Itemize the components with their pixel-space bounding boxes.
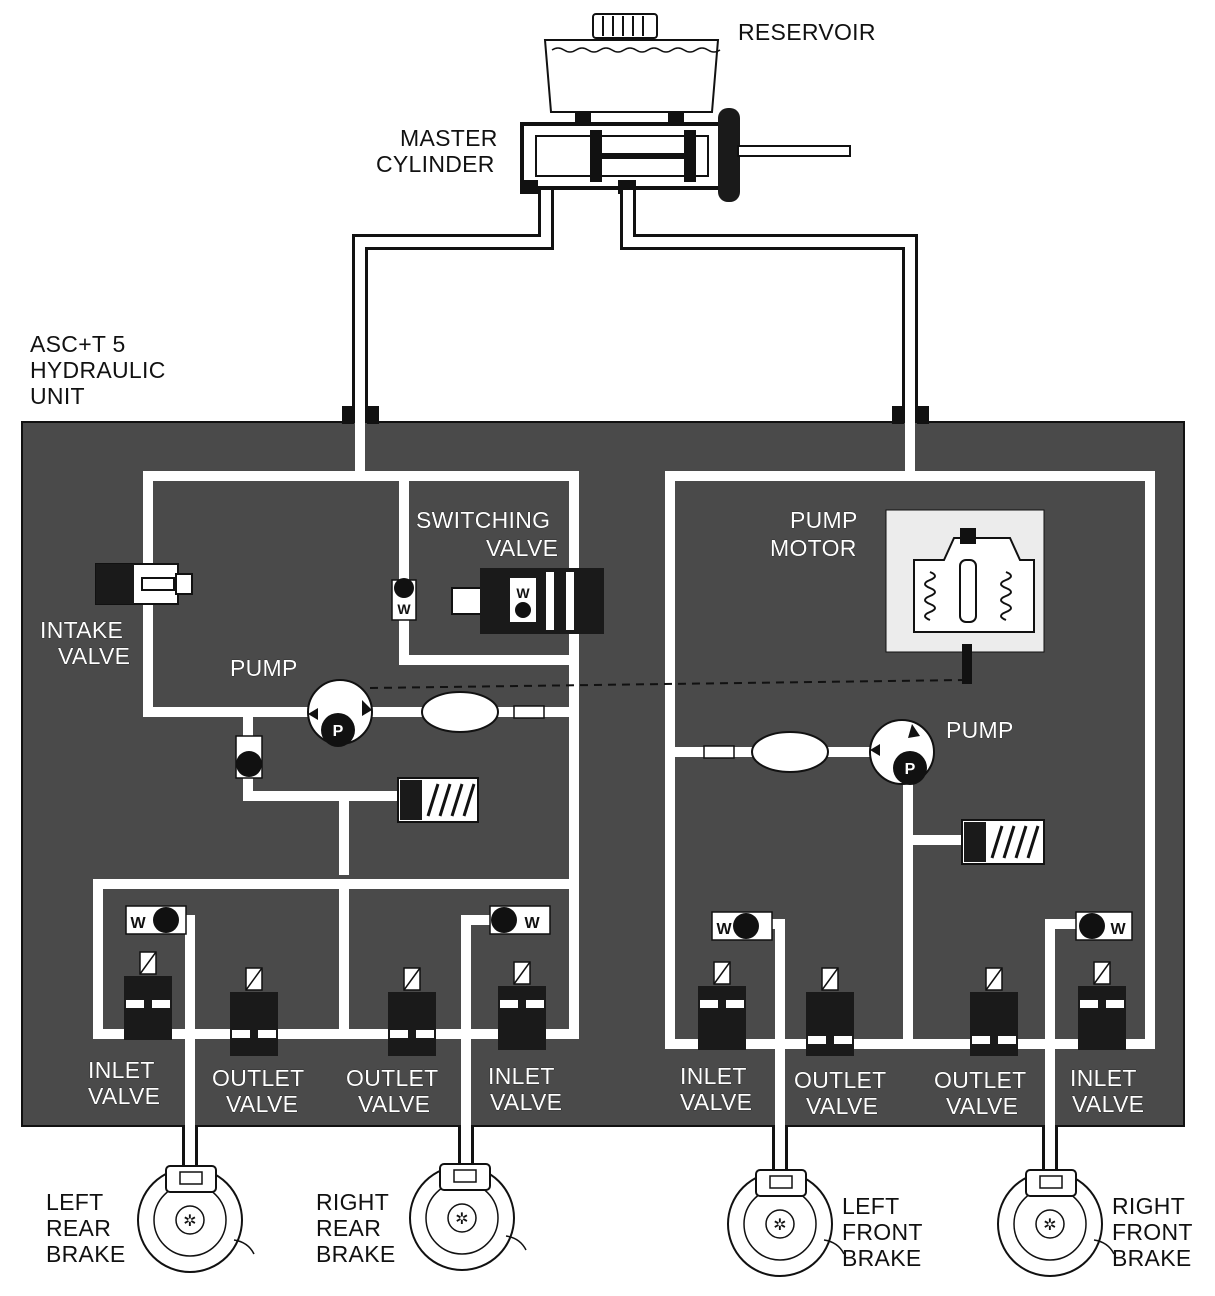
intake-valve-label-line1: INTAKE <box>40 617 123 643</box>
svg-text:✲: ✲ <box>183 1213 196 1230</box>
brake-2-label-line2: REAR <box>316 1215 381 1241</box>
reservoir-label: RESERVOIR <box>738 19 876 45</box>
brake-3-label-line1: LEFT <box>842 1193 899 1219</box>
brake-right-front: ✲ <box>997 1169 1115 1277</box>
solenoid-valve-7 <box>970 967 1018 1056</box>
solenoid-valve-4 <box>498 961 546 1050</box>
valve-4-label-line1: INLET <box>488 1063 555 1089</box>
hydraulic-unit-label-line1: ASC+T 5 <box>30 331 126 357</box>
brake-3-label-line2: FRONT <box>842 1219 923 1245</box>
brake-2-label-line3: BRAKE <box>316 1241 395 1267</box>
check-valve-4: W <box>1075 911 1133 941</box>
solenoid-valve-2 <box>230 967 278 1056</box>
valve-2-label-line2: VALVE <box>226 1091 298 1117</box>
reservoir <box>543 13 721 113</box>
switching-valve-label-line1: SWITCHING <box>416 507 550 533</box>
valve-1-label-line1: INLET <box>88 1057 155 1083</box>
valve-7-label-line2: VALVE <box>946 1093 1018 1119</box>
valve-8-label-line1: INLET <box>1070 1065 1137 1091</box>
valve-2-label-line1: OUTLET <box>212 1065 305 1091</box>
check-valve-2: W <box>489 905 551 935</box>
brake-1-label-line2: REAR <box>46 1215 111 1241</box>
svg-text:✲: ✲ <box>455 1211 468 1228</box>
valve-6-label-line2: VALVE <box>806 1093 878 1119</box>
svg-text:W: W <box>397 601 411 617</box>
brake-4-label-line2: FRONT <box>1112 1219 1193 1245</box>
valve-5-label-line1: INLET <box>680 1063 747 1089</box>
supply-lines <box>352 190 918 422</box>
brake-4-label-line1: RIGHT <box>1112 1193 1185 1219</box>
master-cylinder-label-line2: CYLINDER <box>376 151 495 177</box>
reservoir-body <box>543 39 720 113</box>
brake-1-label-line3: BRAKE <box>46 1241 125 1267</box>
solenoid-valves <box>124 951 1126 1056</box>
valve-7-label-line1: OUTLET <box>934 1067 1027 1093</box>
valve-3-label-line1: OUTLET <box>346 1065 439 1091</box>
svg-text:W: W <box>516 585 530 601</box>
master-cylinder-label-line1: MASTER <box>400 125 498 151</box>
brake-2-label-line1: RIGHT <box>316 1189 389 1215</box>
brake-labels: LEFT REAR BRAKE RIGHT REAR BRAKE LEFT FR… <box>46 1189 1193 1271</box>
valve-4-label-line2: VALVE <box>490 1089 562 1115</box>
solenoid-valve-1 <box>124 951 172 1040</box>
svg-text:W: W <box>716 921 732 938</box>
brake-left-front: ✲ <box>727 1169 845 1277</box>
valve-3-label-line2: VALVE <box>358 1091 430 1117</box>
check-valve-1: W <box>125 905 187 935</box>
pump-motor-label-line1: PUMP <box>790 507 858 533</box>
check-valve-3: W <box>711 911 773 941</box>
svg-text:P: P <box>333 723 344 740</box>
pump-left: P <box>235 679 545 823</box>
check-valves: W W W W <box>125 905 1133 941</box>
svg-text:✲: ✲ <box>773 1217 786 1234</box>
pump-drive-shaft <box>369 679 965 689</box>
reservoir-cap <box>592 13 658 39</box>
pump-left-label: PUMP <box>230 655 298 681</box>
valve-8-label-line2: VALVE <box>1072 1091 1144 1117</box>
switching-valve: W W <box>391 568 604 634</box>
pushrod <box>737 145 851 157</box>
hydraulic-unit-label-line2: HYDRAULIC <box>30 357 166 383</box>
svg-text:W: W <box>524 915 540 932</box>
internal-lines <box>93 419 1155 1155</box>
brake-pedal-plate <box>718 108 740 202</box>
brake-3-label-line3: BRAKE <box>842 1245 921 1271</box>
solenoid-valve-8 <box>1078 961 1126 1050</box>
switching-valve-label-line2: VALVE <box>486 535 558 561</box>
valve-labels: INLET VALVE OUTLET VALVE OUTLET VALVE IN… <box>88 1057 1145 1120</box>
solenoid-valve-3 <box>388 967 436 1056</box>
master-cylinder <box>520 108 851 202</box>
valve-6-label-line1: OUTLET <box>794 1067 887 1093</box>
pump-motor <box>913 528 1035 684</box>
intake-valve-label-line2: VALVE <box>58 643 130 669</box>
brake-right-rear: ✲ <box>409 1163 527 1271</box>
hydraulic-unit-label-line3: UNIT <box>30 383 85 409</box>
solenoid-valve-6 <box>806 967 854 1056</box>
pump-motor-label-line2: MOTOR <box>770 535 857 561</box>
brake-1-label-line1: LEFT <box>46 1189 103 1215</box>
svg-text:W: W <box>1110 921 1126 938</box>
pump-right-label: PUMP <box>946 717 1014 743</box>
svg-text:✲: ✲ <box>1043 1217 1056 1234</box>
valve-1-label-line2: VALVE <box>88 1083 160 1109</box>
solenoid-valve-5 <box>698 961 746 1050</box>
svg-text:P: P <box>905 761 916 778</box>
valve-5-label-line2: VALVE <box>680 1089 752 1115</box>
brake-left-rear: ✲ <box>137 1165 255 1273</box>
intake-valve <box>95 563 193 605</box>
brake-4-label-line3: BRAKE <box>1112 1245 1191 1271</box>
pump-right: P <box>703 719 1045 865</box>
svg-text:W: W <box>130 915 146 932</box>
